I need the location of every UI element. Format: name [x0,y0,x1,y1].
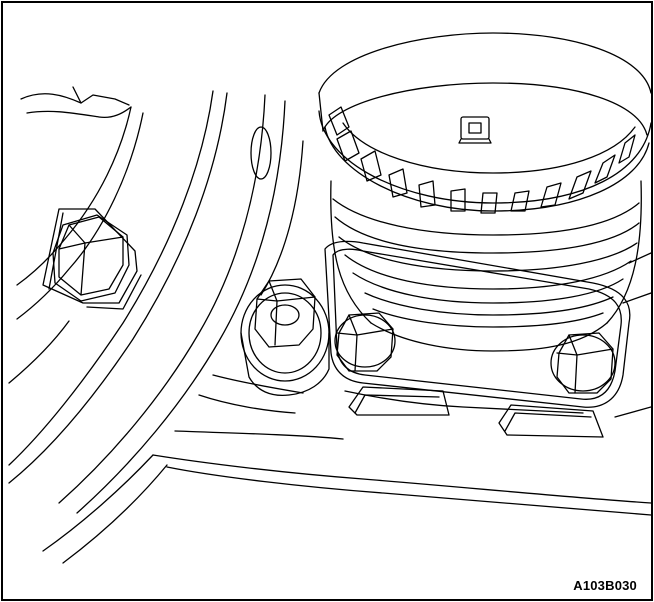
figure-code: A103B030 [573,578,637,593]
flange-nut-center [240,278,330,397]
left-body-panel [8,86,304,564]
right-side-edges [614,252,651,418]
top-reluctor-ring [318,32,651,214]
mount-bolt-right [550,332,616,394]
lower-body-pan [152,374,651,516]
mount-assembly-illustration [8,32,651,564]
large-flange-bolt-left [52,214,130,302]
bellows-boot [330,180,642,352]
side-bracket [42,208,142,310]
mount-bolt-front [334,312,396,372]
plate-support-feet [348,386,604,438]
